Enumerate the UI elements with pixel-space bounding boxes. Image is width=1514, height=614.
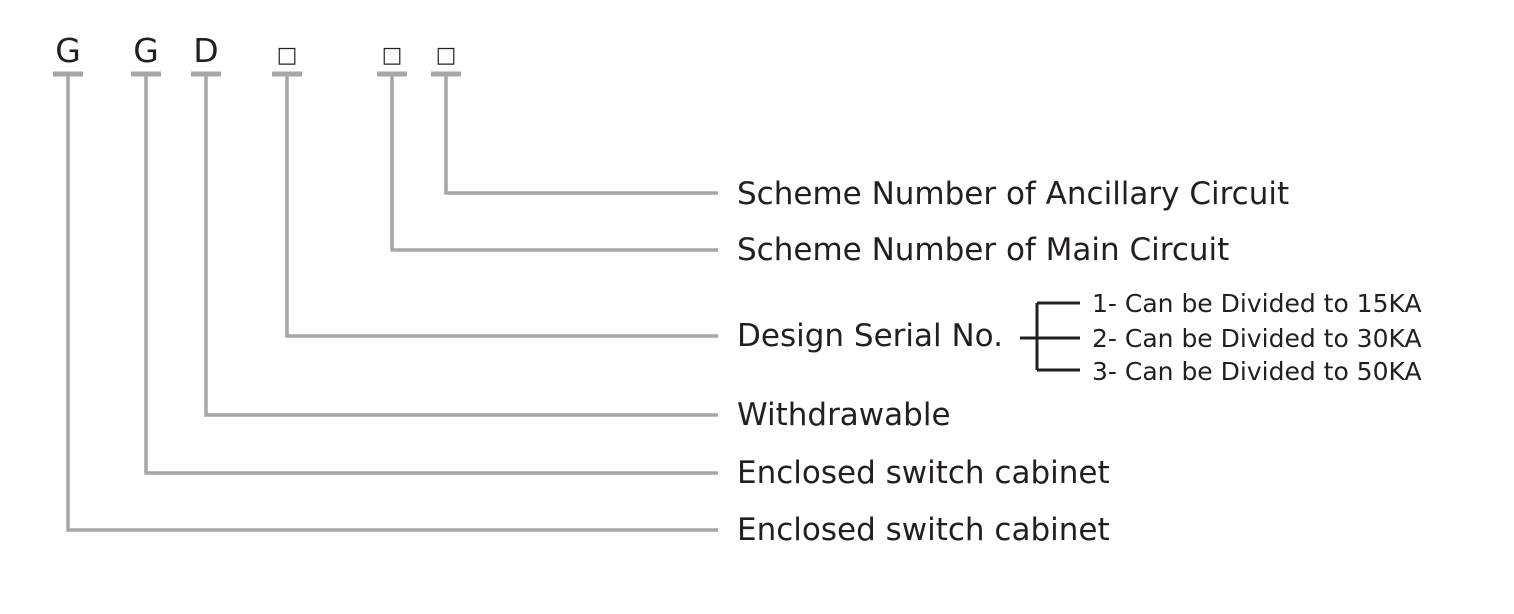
code-symbol-5: □ [382, 43, 403, 68]
design-serial-brace [1020, 301, 1080, 372]
leader-withdrawable [204, 76, 718, 417]
leader-enclosed-1 [144, 76, 718, 475]
label-withdrawable: Withdrawable [737, 397, 951, 433]
design-option-30ka: 2- Can be Divided to 30KA [1092, 324, 1422, 353]
leader-enclosed-2 [66, 76, 718, 532]
label-design-serial: Design Serial No. [737, 318, 1003, 354]
label-main-circuit: Scheme Number of Main Circuit [737, 232, 1229, 268]
code-symbol-1: G [55, 31, 81, 70]
leader-ancillary [444, 76, 718, 195]
code-symbol-6: □ [436, 43, 457, 68]
leader-design-serial [285, 76, 718, 338]
code-symbol-3: D [193, 31, 218, 70]
label-enclosed-2: Enclosed switch cabinet [737, 512, 1110, 548]
code-symbol-4: □ [277, 43, 298, 68]
label-ancillary-circuit: Scheme Number of Ancillary Circuit [737, 176, 1289, 212]
design-option-50ka: 3- Can be Divided to 50KA [1092, 357, 1422, 386]
code-symbol-2: G [133, 31, 159, 70]
label-enclosed-1: Enclosed switch cabinet [737, 455, 1110, 491]
design-option-15ka: 1- Can be Divided to 15KA [1092, 289, 1422, 318]
leader-main-circuit [390, 76, 718, 252]
